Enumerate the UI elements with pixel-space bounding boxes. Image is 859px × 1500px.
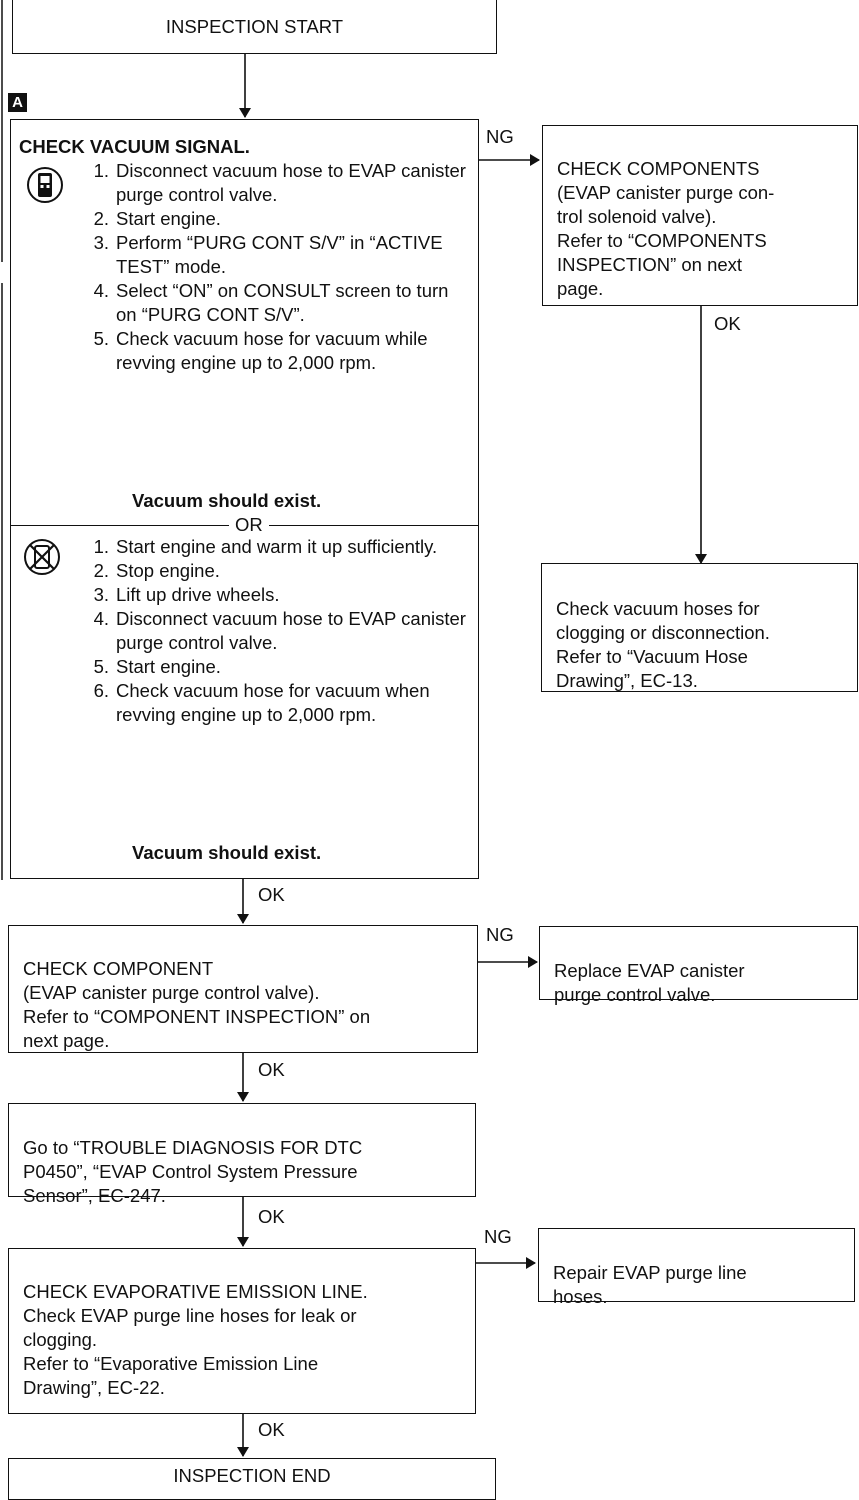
ok-label: OK <box>258 1059 285 1080</box>
no-consult-step: 1. Start engine and warm it up sufficien… <box>93 536 438 557</box>
check-vacuum-signal-box: CHECK VACUUM SIGNAL. 1. Disconnect vacuu… <box>10 119 479 879</box>
no-consult-step: 4. Disconnect vacuum hose to EVAP canist… <box>93 608 466 653</box>
no-consult-steps-list: 1. Start engine and warm it up sufficien… <box>87 535 472 727</box>
ok-label: OK <box>258 1419 285 1440</box>
ok-label: OK <box>258 884 285 905</box>
check-vacuum-hoses-box: Check vacuum hoses for clogging or disco… <box>541 563 858 692</box>
check-component-text: CHECK COMPONENT (EVAP canister purge con… <box>23 958 371 1051</box>
check-component-box: CHECK COMPONENT (EVAP canister purge con… <box>8 925 478 1053</box>
check-components-text: CHECK COMPONENTS (EVAP canister purge co… <box>557 158 775 299</box>
inspection-end-box: INSPECTION END <box>8 1458 496 1500</box>
consult-tester-icon <box>27 167 63 203</box>
check-vacuum-title: CHECK VACUUM SIGNAL. <box>19 136 250 157</box>
check-components-box: CHECK COMPONENTS (EVAP canister purge co… <box>542 125 858 306</box>
vacuum-should-exist-note-2: Vacuum should exist. <box>132 842 322 863</box>
replace-valve-text: Replace EVAP canister purge control valv… <box>554 960 745 1005</box>
section-marker-a: A <box>8 93 27 112</box>
repair-hoses-text: Repair EVAP purge line hoses. <box>553 1262 747 1307</box>
or-label: OR <box>229 513 269 537</box>
inspection-start-label: INSPECTION START <box>165 16 344 37</box>
consult-step: 1. Disconnect vacuum hose to EVAP canist… <box>93 160 466 205</box>
ok-label: OK <box>258 1206 285 1227</box>
consult-step: 5. Check vacuum hose for vacuum while re… <box>93 328 428 373</box>
ok-label: OK <box>714 313 741 334</box>
consult-step: 2. Start engine. <box>93 208 221 229</box>
check-emission-line-box: CHECK EVAPORATIVE EMISSION LINE. Check E… <box>8 1248 476 1414</box>
ng-label: NG <box>486 924 514 945</box>
no-consult-step: 3. Lift up drive wheels. <box>93 584 280 605</box>
no-consult-icon <box>24 539 60 575</box>
no-consult-step: 2. Stop engine. <box>93 560 220 581</box>
or-divider: OR <box>11 511 478 539</box>
go-to-dtc-text: Go to “TROUBLE DIAGNOSIS FOR DTC P0450”,… <box>23 1137 363 1206</box>
check-emission-line-text: CHECK EVAPORATIVE EMISSION LINE. Check E… <box>23 1281 368 1398</box>
vacuum-should-exist-note: Vacuum should exist. <box>132 490 322 511</box>
ng-label: NG <box>486 126 514 147</box>
no-consult-step: 6. Check vacuum hose for vacuum when rev… <box>93 680 430 725</box>
consult-step: 4. Select “ON” on CONSULT screen to turn… <box>93 280 449 325</box>
inspection-end-label: INSPECTION END <box>173 1465 331 1486</box>
repair-hoses-box: Repair EVAP purge line hoses. <box>538 1228 855 1307</box>
check-vacuum-hoses-text: Check vacuum hoses for clogging or disco… <box>556 598 770 691</box>
go-to-dtc-box: Go to “TROUBLE DIAGNOSIS FOR DTC P0450”,… <box>8 1103 476 1206</box>
replace-valve-box: Replace EVAP canister purge control valv… <box>539 926 858 1005</box>
no-consult-step: 5. Start engine. <box>93 656 221 677</box>
consult-step: 3. Perform “PURG CONT S/V” in “ACTIVE TE… <box>93 232 443 277</box>
ng-label: NG <box>484 1226 512 1247</box>
inspection-start-box: INSPECTION START <box>12 0 497 54</box>
consult-steps-list: 1. Disconnect vacuum hose to EVAP canist… <box>87 159 472 375</box>
